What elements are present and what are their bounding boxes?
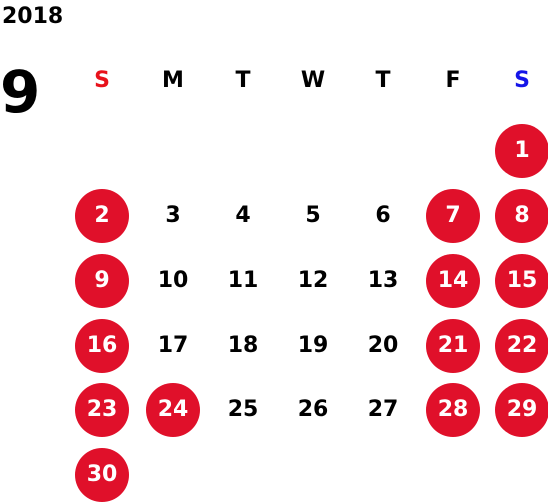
day-cell-22[interactable]: 22 (495, 319, 548, 373)
day-cell-26[interactable]: 26 (297, 397, 329, 422)
day-cell-29[interactable]: 29 (495, 383, 548, 437)
day-cell-4[interactable]: 4 (235, 203, 251, 228)
day-cell-19[interactable]: 19 (297, 333, 329, 358)
day-cell-6[interactable]: 6 (375, 203, 391, 228)
weekday-label-tue: T (235, 68, 251, 93)
weekday-label-sun: S (94, 68, 110, 93)
day-cell-20[interactable]: 20 (367, 333, 399, 358)
day-cell-3[interactable]: 3 (165, 203, 181, 228)
day-cell-24[interactable]: 24 (146, 383, 200, 437)
day-cell-14[interactable]: 14 (426, 254, 480, 308)
day-cell-21[interactable]: 21 (426, 319, 480, 373)
day-cell-11[interactable]: 11 (227, 268, 259, 293)
day-cell-16[interactable]: 16 (75, 319, 129, 373)
day-cell-5[interactable]: 5 (305, 203, 321, 228)
day-cell-13[interactable]: 13 (367, 268, 399, 293)
day-cell-15[interactable]: 15 (495, 254, 548, 308)
day-cell-1[interactable]: 1 (495, 124, 548, 178)
day-cell-25[interactable]: 25 (227, 397, 259, 422)
day-cell-12[interactable]: 12 (297, 268, 329, 293)
calendar-month: 9 (0, 58, 41, 126)
day-cell-17[interactable]: 17 (157, 333, 189, 358)
day-cell-2[interactable]: 2 (75, 189, 129, 243)
calendar-year: 2018 (2, 4, 64, 29)
day-cell-18[interactable]: 18 (227, 333, 259, 358)
day-cell-23[interactable]: 23 (75, 383, 129, 437)
day-cell-7[interactable]: 7 (426, 189, 480, 243)
weekday-label-thu: T (375, 68, 391, 93)
weekday-label-mon: M (162, 68, 184, 93)
day-cell-27[interactable]: 27 (367, 397, 399, 422)
day-cell-28[interactable]: 28 (426, 383, 480, 437)
day-cell-30[interactable]: 30 (75, 448, 129, 502)
weekday-label-fri: F (445, 68, 461, 93)
day-cell-8[interactable]: 8 (495, 189, 548, 243)
day-cell-10[interactable]: 10 (157, 268, 189, 293)
day-cell-9[interactable]: 9 (75, 254, 129, 308)
weekday-label-wed: W (300, 68, 326, 93)
weekday-label-sat: S (514, 68, 530, 93)
